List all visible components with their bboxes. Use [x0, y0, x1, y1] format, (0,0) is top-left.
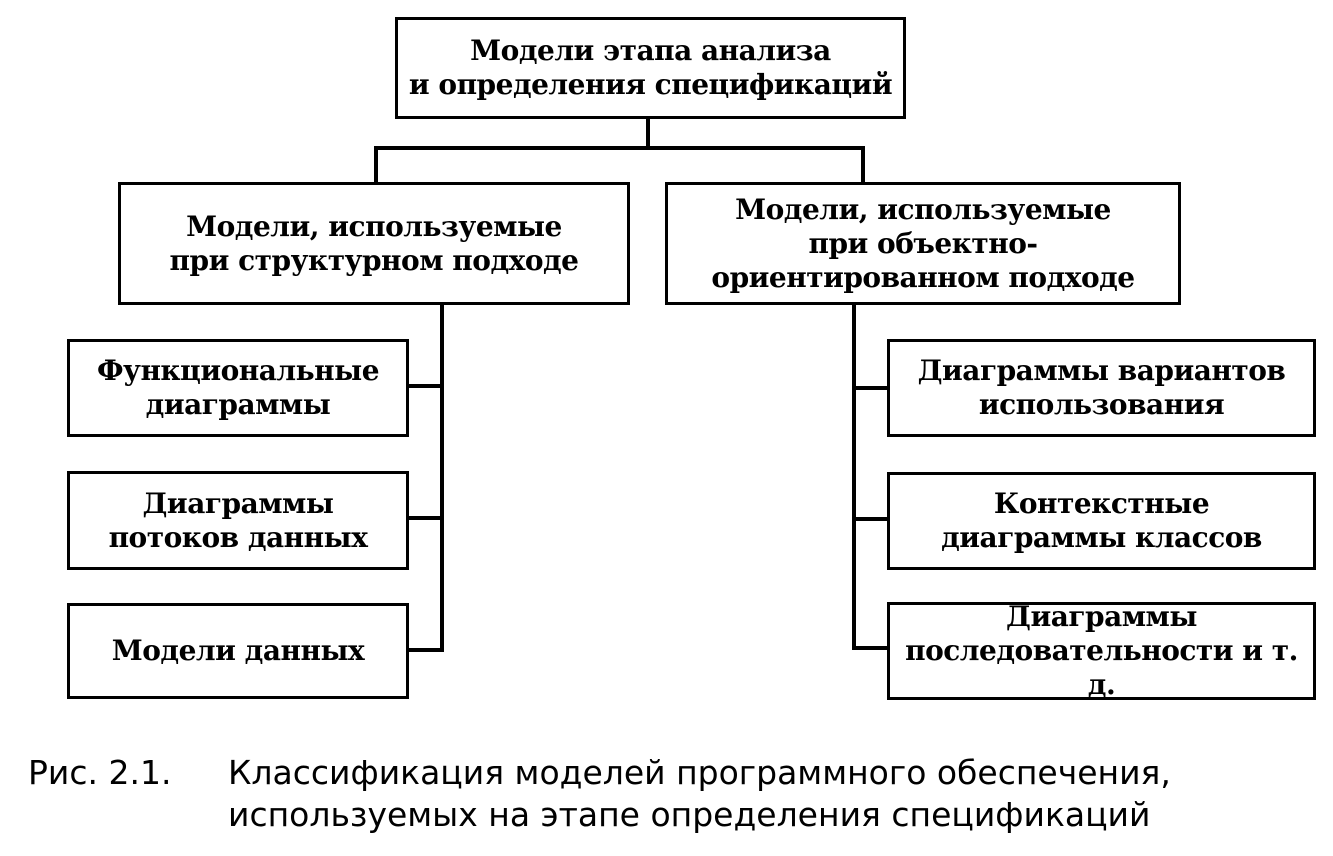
connector-right-branch-drop	[861, 146, 865, 184]
right-item-label: Диаграммы последовательности и т. д.	[905, 600, 1298, 701]
figure-caption: Рис. 2.1. Классификация моделей программ…	[28, 752, 1171, 836]
right-branch-node: Модели, используемые при объектно- ориен…	[665, 182, 1181, 305]
left-item-node: Модели данных	[67, 603, 409, 699]
right-item-node: Контекстные диаграммы классов	[887, 472, 1316, 570]
connector-left-item-2	[407, 516, 444, 520]
connector-left-item-3	[407, 648, 444, 652]
right-branch-label: Модели, используемые при объектно- ориен…	[711, 192, 1135, 294]
connector-left-spine	[440, 303, 444, 652]
figure-caption-text: Классификация моделей программного обесп…	[228, 753, 1171, 834]
right-item-node: Диаграммы вариантов использования	[887, 339, 1316, 437]
root-node-label: Модели этапа анализа и определения специ…	[408, 34, 893, 101]
connector-right-item-3	[852, 646, 890, 650]
right-item-label: Диаграммы вариантов использования	[917, 354, 1286, 421]
connector-left-branch-drop	[374, 146, 378, 184]
left-branch-node: Модели, используемые при структурном под…	[118, 182, 630, 305]
connector-left-item-1	[407, 384, 444, 388]
left-item-node: Диаграммы потоков данных	[67, 471, 409, 570]
root-node: Модели этапа анализа и определения специ…	[395, 17, 906, 119]
connector-root-down	[646, 116, 650, 149]
right-item-label: Контекстные диаграммы классов	[941, 487, 1262, 554]
connector-right-item-1	[852, 386, 890, 390]
left-item-label: Диаграммы потоков данных	[108, 486, 368, 554]
connector-right-spine	[852, 303, 856, 650]
right-item-node: Диаграммы последовательности и т. д.	[887, 600, 1316, 701]
connector-right-item-2	[852, 517, 890, 521]
figure-number: Рис. 2.1.	[28, 753, 172, 792]
left-item-label: Функциональные диаграммы	[96, 354, 380, 421]
connector-branch-horizontal	[374, 146, 864, 150]
left-item-node: Функциональные диаграммы	[67, 339, 409, 437]
left-branch-label: Модели, используемые при структурном под…	[169, 209, 579, 277]
left-item-label: Модели данных	[111, 634, 365, 667]
